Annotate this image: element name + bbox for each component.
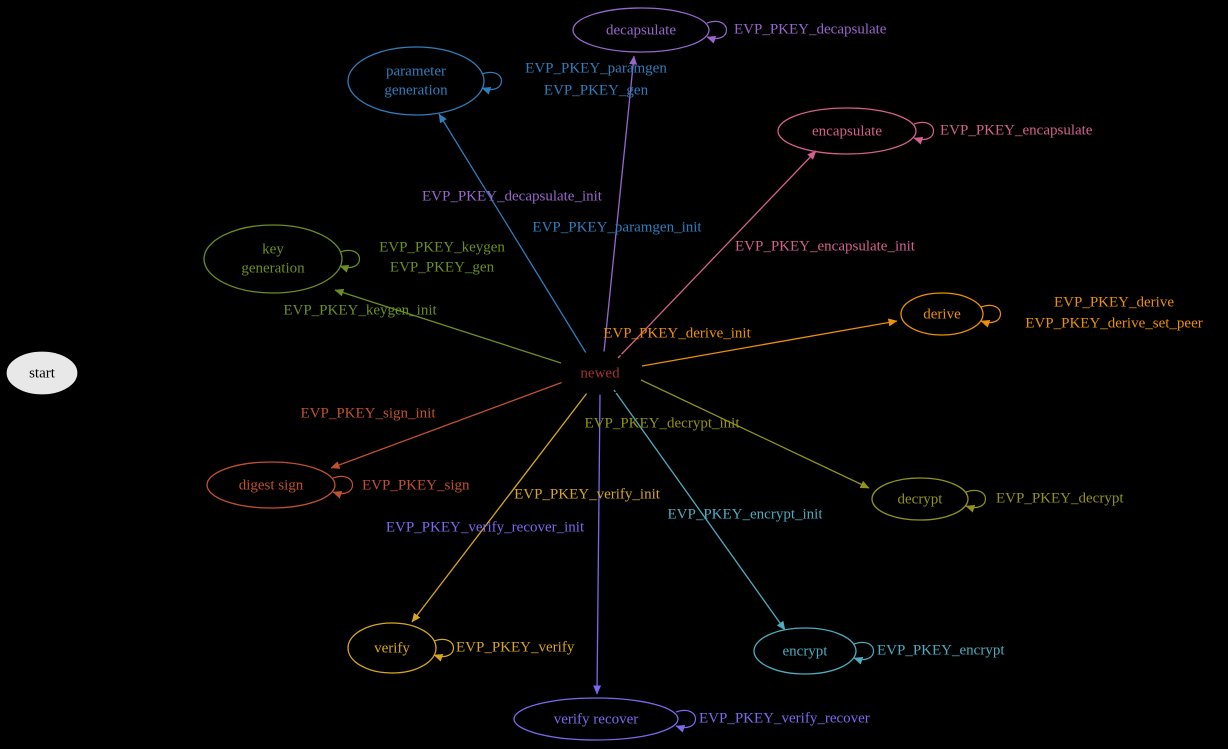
edge-verify-recover-init: [593, 393, 602, 695]
key-generation-ellipse: [203, 224, 343, 294]
node-decapsulate: decapsulate EVP_PKEY_decapsulate: [572, 7, 887, 53]
verify-recover-self-loop: [675, 709, 697, 733]
key-generation-self-loop: [339, 249, 361, 273]
encapsulate-self-loop: [913, 121, 935, 145]
edge-label-keygen-init: EVP_PKEY_keygen_init: [283, 302, 437, 318]
edge-label-verify-recover-init: EVP_PKEY_verify_recover_init: [386, 519, 585, 535]
edge-keygen-init: [334, 288, 562, 364]
verify-label: verify: [374, 640, 410, 656]
derive-ellipse: [900, 292, 984, 336]
decrypt-loop-label: EVP_PKEY_decrypt: [996, 490, 1124, 506]
key-generation-label-line1: key: [262, 241, 284, 257]
parameter-generation-loop-label-line1: EVP_PKEY_paramgen: [525, 60, 667, 76]
node-verify: verify EVP_PKEY_verify: [347, 622, 575, 674]
verify-recover-ellipse: [513, 697, 679, 741]
node-digest-sign: digest sign EVP_PKEY_sign: [206, 461, 470, 509]
edges: [78, 55, 898, 695]
verify-recover-label: verify recover: [554, 711, 639, 727]
edge-label-encrypt-init: EVP_PKEY_encrypt_init: [668, 506, 824, 522]
start-ellipse: [5, 350, 79, 396]
edge-label-verify-init: EVP_PKEY_verify_init: [514, 486, 661, 502]
node-encapsulate: encapsulate EVP_PKEY_encapsulate: [777, 107, 1093, 155]
edge-label-paramgen-init: EVP_PKEY_paramgen_init: [532, 219, 702, 235]
edge-label-encapsulate-init: EVP_PKEY_encapsulate_init: [735, 238, 916, 254]
start-label: start: [29, 365, 56, 381]
edge-verify-init: [411, 392, 588, 623]
node-derive: derive EVP_PKEY_derive EVP_PKEY_derive_s…: [900, 292, 1203, 336]
node-start: start: [5, 350, 79, 396]
node-verify-recover: verify recover EVP_PKEY_verify_recover: [513, 697, 870, 741]
verify-recover-loop-label: EVP_PKEY_verify_recover: [699, 710, 870, 726]
newed-label: newed: [580, 365, 620, 381]
node-parameter-generation: parameter generation EVP_PKEY_paramgen E…: [347, 46, 667, 116]
digest-sign-ellipse: [206, 461, 336, 509]
decapsulate-self-loop: [706, 20, 728, 44]
edge-encrypt-init: [613, 389, 786, 631]
verify-ellipse: [347, 622, 437, 674]
edge-decrypt-init: [640, 379, 870, 489]
edge-labels: EVP_PKEY_decapsulate_init EVP_PKEY_param…: [283, 188, 915, 535]
encrypt-ellipse: [753, 627, 857, 675]
decrypt-self-loop: [965, 489, 987, 513]
node-decrypt: decrypt EVP_PKEY_decrypt: [871, 477, 1124, 521]
newed-ellipse: [557, 351, 643, 395]
decrypt-label: decrypt: [898, 491, 944, 507]
parameter-generation-label-line1: parameter: [386, 63, 446, 79]
parameter-generation-label-line2: generation: [384, 82, 448, 98]
digest-sign-label: digest sign: [239, 477, 304, 493]
edge-label-decapsulate-init: EVP_PKEY_decapsulate_init: [422, 188, 603, 204]
parameter-generation-loop-label-line2: EVP_PKEY_gen: [544, 82, 649, 98]
decapsulate-loop-label: EVP_PKEY_decapsulate: [734, 21, 887, 37]
edge-paramgen-init: [438, 113, 587, 354]
node-key-generation: key generation EVP_PKEY_keygen EVP_PKEY_…: [203, 224, 505, 294]
parameter-generation-self-loop: [481, 71, 503, 95]
edge-derive-init: [641, 318, 898, 367]
edge-label-sign-init: EVP_PKEY_sign_init: [300, 405, 436, 421]
derive-label: derive: [923, 306, 961, 322]
key-generation-label-line2: generation: [241, 260, 305, 276]
verify-self-loop: [433, 638, 455, 662]
edge-sign-init: [330, 381, 564, 469]
digest-sign-loop-label: EVP_PKEY_sign: [362, 477, 470, 493]
derive-self-loop: [980, 304, 1002, 328]
encapsulate-ellipse: [777, 107, 917, 155]
edge-label-decrypt-init: EVP_PKEY_decrypt_init: [585, 415, 741, 431]
encrypt-label: encrypt: [783, 643, 829, 659]
decapsulate-label: decapsulate: [606, 22, 676, 38]
digest-sign-self-loop: [332, 475, 354, 499]
node-encrypt: encrypt EVP_PKEY_encrypt: [753, 627, 1005, 675]
verify-loop-label: EVP_PKEY_verify: [456, 639, 575, 655]
edge-decapsulate-init: [603, 55, 638, 353]
encrypt-loop-label: EVP_PKEY_encrypt: [877, 642, 1005, 658]
edge-encapsulate-init: [617, 150, 817, 359]
parameter-generation-ellipse: [347, 46, 485, 116]
encapsulate-label: encapsulate: [812, 123, 882, 139]
key-generation-loop-label-line2: EVP_PKEY_gen: [390, 259, 495, 275]
encapsulate-loop-label: EVP_PKEY_encapsulate: [940, 122, 1093, 138]
derive-loop-label-line1: EVP_PKEY_derive: [1054, 294, 1174, 310]
decapsulate-ellipse: [572, 7, 710, 53]
derive-loop-label-line2: EVP_PKEY_derive_set_peer: [1025, 315, 1202, 331]
key-generation-loop-label-line1: EVP_PKEY_keygen: [379, 239, 505, 255]
edge-label-derive-init: EVP_PKEY_derive_init: [603, 325, 751, 341]
decrypt-ellipse: [871, 477, 969, 521]
encrypt-self-loop: [853, 641, 875, 665]
node-newed: newed: [557, 351, 643, 395]
